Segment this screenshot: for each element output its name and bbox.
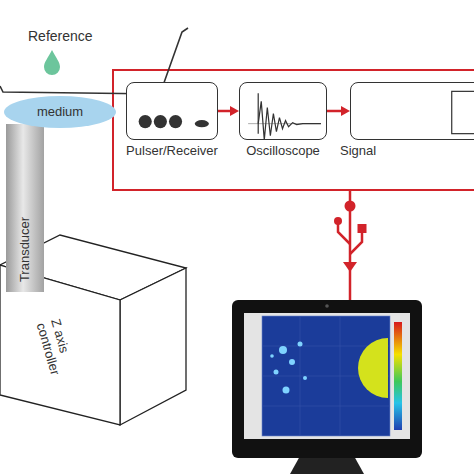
pulser-receiver-box-frame	[126, 82, 218, 140]
transducer: Transducer	[6, 124, 44, 292]
medium-ellipse: medium	[4, 96, 116, 128]
pulser-receiver-box: Pulser/Receiver	[122, 82, 222, 166]
node-label: Oscilloscope	[236, 144, 330, 159]
usb-cable	[334, 190, 367, 300]
node-label: Reference	[28, 28, 93, 44]
node-label: Transducer	[18, 174, 33, 324]
oscilloscope-box-icon	[240, 83, 326, 139]
arrow-connector	[218, 106, 239, 116]
monitor	[232, 300, 422, 474]
oscilloscope-box-frame	[239, 82, 327, 140]
oscilloscope-box: Oscilloscope	[236, 82, 330, 166]
signal-box-frame	[350, 82, 474, 140]
pulser-receiver-box-icon	[127, 83, 217, 139]
node-label: Pulser/Receiver	[122, 144, 222, 159]
signal-box: Signal	[338, 82, 474, 166]
node-label: medium	[37, 105, 83, 120]
node-label: Signal	[340, 144, 376, 159]
arrow-connector	[327, 106, 350, 116]
rotated-label-holder: Transducer	[18, 174, 33, 324]
signal-box-icon	[351, 83, 474, 139]
